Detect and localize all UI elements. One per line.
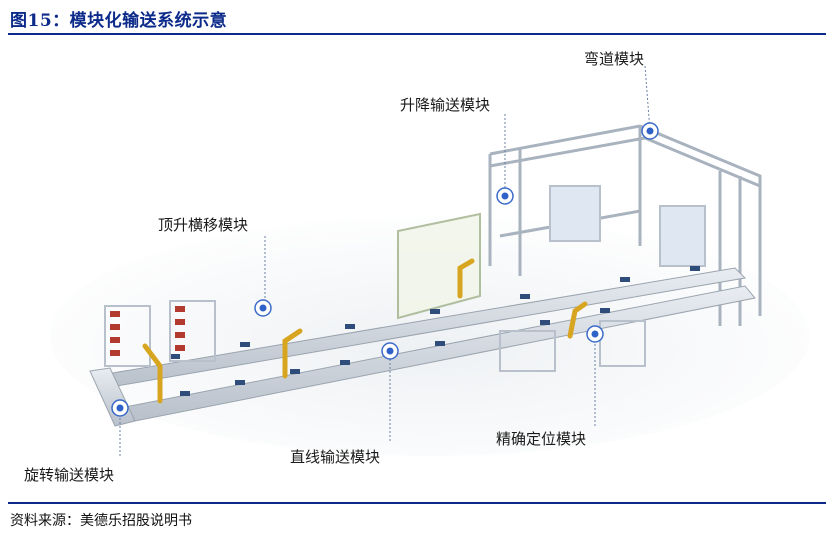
title-rule [8, 33, 826, 35]
label-positioning-module: 精确定位模块 [496, 430, 587, 448]
storage-shelf-right [549, 185, 706, 267]
robot-arms [142, 258, 588, 404]
source-note: 资料来源：美德乐招股说明书 [10, 513, 192, 529]
workstation-frame [499, 320, 646, 372]
label-lift-module: 升降输送模块 [400, 96, 491, 114]
label-curve-module: 弯道模块 [584, 50, 645, 68]
marker-jacking [254, 299, 272, 317]
marker-straight [381, 342, 399, 360]
callout-markers [111, 122, 659, 417]
figure-title: 图15：模块化输送系统示意 [10, 11, 228, 31]
marker-curve [641, 122, 659, 140]
label-rotate-module: 旋转输送模块 [24, 466, 115, 484]
conveyor-diagram: 弯道模块 升降输送模块 顶升横移模块 旋转输送模块 直线输送模块 精确定位模块 [0, 36, 834, 500]
label-straight-module: 直线输送模块 [290, 448, 381, 466]
storage-shelf-left [104, 300, 216, 367]
pallets-back [170, 266, 700, 359]
label-jacking-module: 顶升横移模块 [158, 216, 249, 234]
marker-rotate [111, 399, 129, 417]
source-rule [8, 502, 826, 504]
marker-positioning [586, 325, 604, 343]
marker-lift [496, 187, 514, 205]
pallets-front [180, 308, 610, 396]
